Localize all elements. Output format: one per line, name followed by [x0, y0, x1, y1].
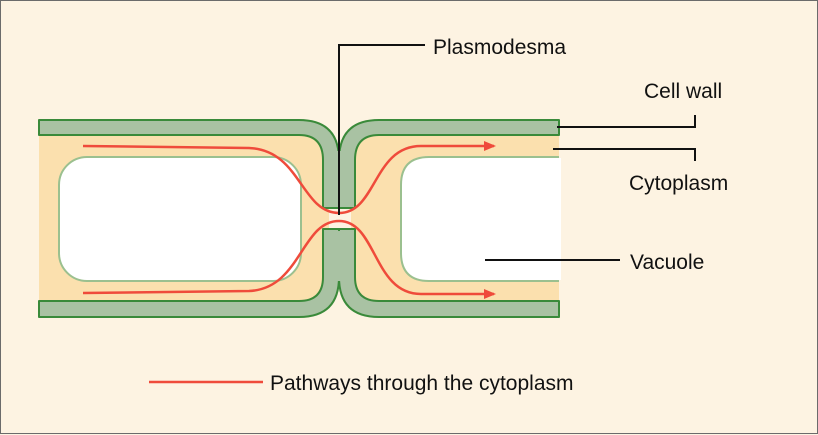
legend-pathways-label: Pathways through the cytoplasm [270, 372, 574, 395]
pathway-arrow-bottom [82, 219, 496, 299]
right-vacuole-edge [556, 158, 561, 280]
cell-wall-top-right [338, 119, 560, 209]
plasmodesma-leader-line [338, 44, 425, 215]
cytoplasm-leader-line [553, 148, 696, 161]
cytoplasm-label: Cytoplasm [629, 172, 729, 195]
vacuole-label: Vacuole [630, 251, 705, 274]
cell-wall-leader-line [557, 115, 696, 128]
cell-wall-bottom-right [338, 228, 560, 318]
plasmodesma-label: Plasmodesma [433, 36, 567, 59]
cell-wall-bottom-left [38, 228, 340, 318]
cell-wall-top-left [38, 119, 340, 209]
right-vacuole [400, 156, 559, 282]
cell-wall-label: Cell wall [644, 80, 723, 103]
left-vacuole [58, 156, 302, 282]
